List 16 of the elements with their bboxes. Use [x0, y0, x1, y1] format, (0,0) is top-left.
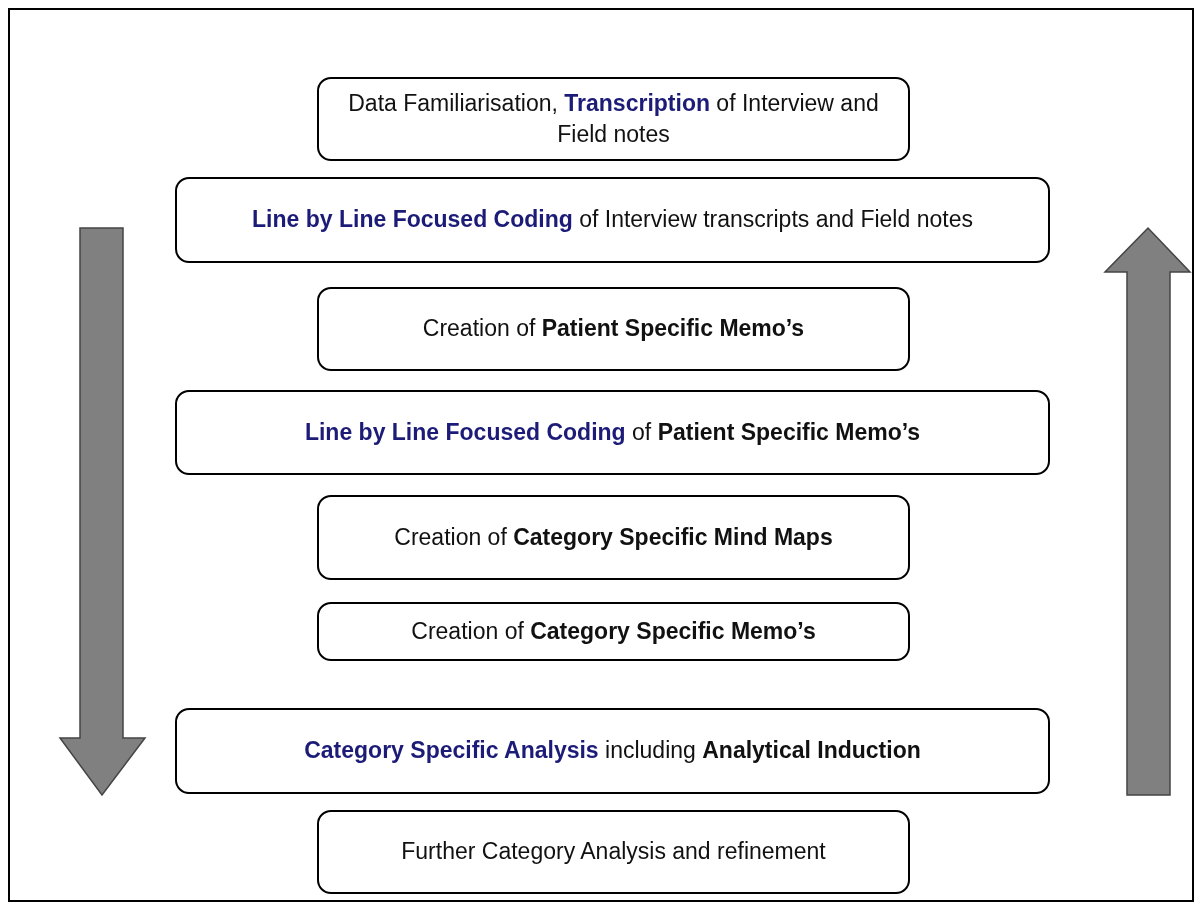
process-box [175, 177, 1050, 263]
process-box [317, 77, 910, 161]
step-text: Creation of Category Specific Mind Maps [393, 522, 834, 552]
process-box [317, 602, 910, 661]
step-text: Further Category Analysis and refinement [400, 837, 827, 867]
process-box [317, 810, 910, 894]
step-text: Creation of Patient Specific Memo’s [421, 314, 806, 344]
step-text: Line by Line Focused Coding of Patient Specific Memo’s [303, 417, 922, 447]
step-text: Data Familiarisation, Transcription of Interview and Field notes [347, 88, 880, 149]
step-text: Category Specific Analysis including Analytical Induction [303, 736, 922, 766]
process-box [317, 495, 910, 580]
process-box [317, 287, 910, 371]
step-text: Line by Line Focused Coding of Interview transcripts and Field notes [251, 205, 974, 235]
process-box [175, 708, 1050, 794]
process-box [175, 390, 1050, 475]
step-text: Creation of Category Specific Memo’s [410, 616, 817, 646]
